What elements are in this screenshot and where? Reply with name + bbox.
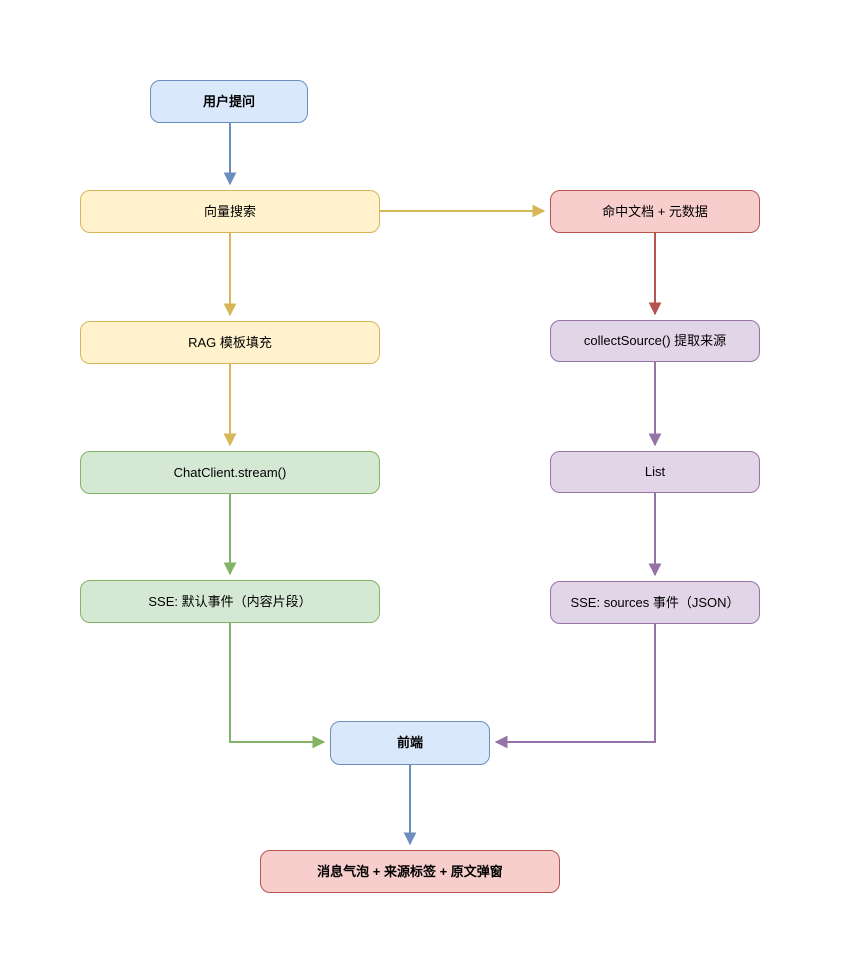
node-list: List [550,451,760,493]
node-collect-source: collectSource() 提取来源 [550,320,760,362]
node-sse-default-event: SSE: 默认事件（内容片段） [80,580,380,623]
node-chatclient-stream: ChatClient.stream() [80,451,380,494]
node-vector-search: 向量搜索 [80,190,380,233]
node-hit-docs-metadata: 命中文档 + 元数据 [550,190,760,233]
node-frontend: 前端 [330,721,490,765]
node-message-bubble-output: 消息气泡 + 来源标签 + 原文弹窗 [260,850,560,893]
node-sse-sources-event: SSE: sources 事件（JSON） [550,581,760,624]
edge-sse-default-to-frontend [229,623,326,749]
node-user-question: 用户提问 [150,80,308,123]
node-rag-template-fill: RAG 模板填充 [80,321,380,364]
edge-sse-sources-to-frontend [494,624,656,749]
